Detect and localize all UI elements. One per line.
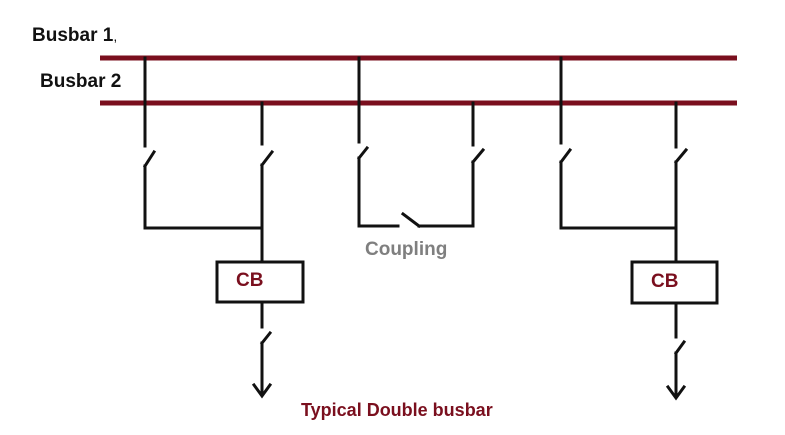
circuit-breaker-right-label: CB (651, 271, 679, 292)
busbar-1-label: Busbar 1, (32, 25, 117, 47)
circuit-breaker-left-label: CB (236, 270, 264, 291)
isolator-switch-icon (142, 56, 157, 230)
isolator-switch-icon (558, 56, 573, 230)
bay-junction-line (559, 226, 678, 264)
circuit-breaker-box (215, 260, 305, 304)
busbar-2-label: Busbar 2 (40, 71, 122, 92)
isolator-switch-icon (470, 101, 486, 228)
bay-junction-line (143, 226, 264, 264)
coupling-label: Coupling (365, 239, 448, 260)
bus-coupler-bay (356, 56, 486, 229)
feeder-arrow-icon (251, 382, 273, 399)
isolator-switch-icon (259, 300, 273, 397)
diagram-title: Typical Double busbar (301, 400, 493, 420)
busbar-1-suffix: , (113, 28, 118, 44)
isolator-switch-icon (356, 56, 370, 228)
busbar-1-text: Busbar 1 (32, 25, 114, 46)
feeder-left-bay (142, 56, 305, 399)
isolator-switch-icon (259, 101, 275, 230)
feeder-right-bay (558, 56, 719, 401)
feeder-arrow-icon (665, 384, 687, 401)
isolator-switch-icon (673, 301, 687, 399)
coupling-breaker-icon (357, 211, 475, 229)
isolator-switch-icon (673, 101, 689, 230)
